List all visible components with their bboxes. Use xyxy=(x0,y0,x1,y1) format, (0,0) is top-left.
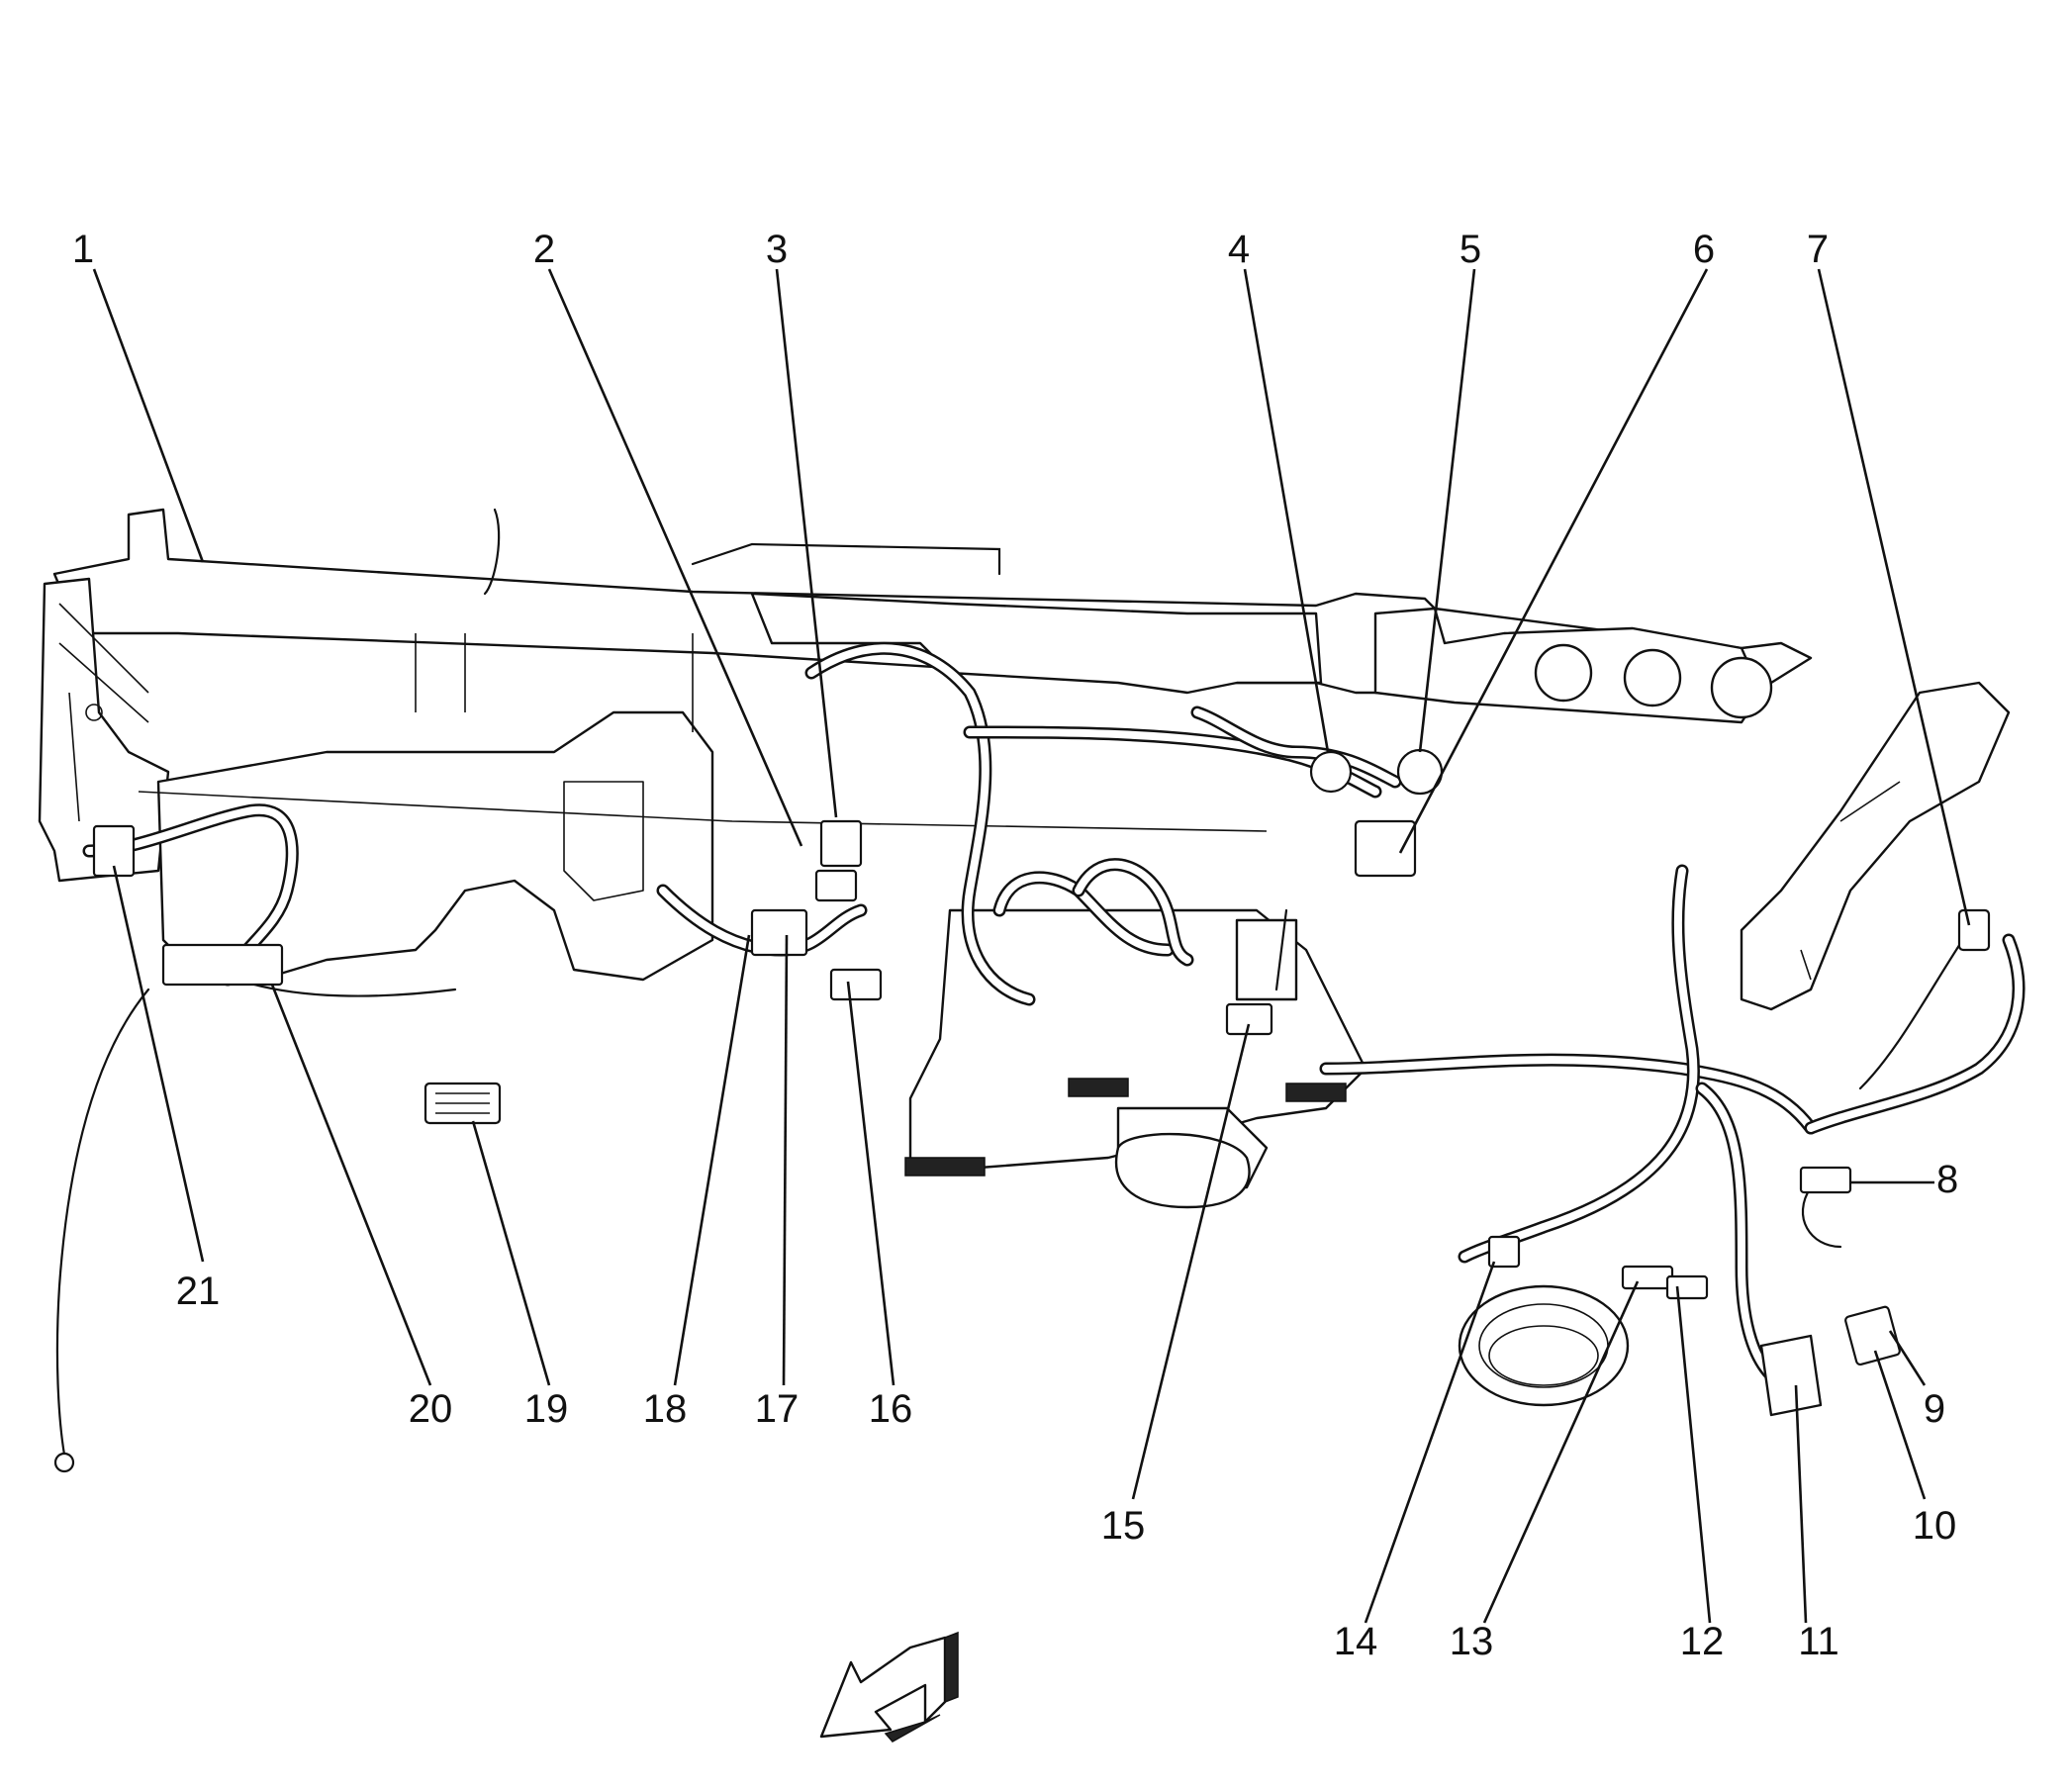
callout-4: 4 xyxy=(1228,228,1250,271)
instrument-panel-frame xyxy=(38,508,2011,1189)
callout-7: 7 xyxy=(1807,228,1829,271)
callout-labels: 1 2 3 4 5 6 7 8 9 10 11 12 13 14 15 16 1… xyxy=(72,228,1958,1663)
callout-12: 12 xyxy=(1680,1620,1725,1663)
callout-8: 8 xyxy=(1936,1158,1958,1201)
connectors xyxy=(92,748,1991,1417)
callout-14: 14 xyxy=(1334,1620,1378,1663)
callout-16: 16 xyxy=(869,1387,913,1431)
callout-11: 11 xyxy=(1798,1620,1839,1663)
forward-direction-arrow-icon xyxy=(819,1631,959,1743)
callout-5: 5 xyxy=(1460,228,1481,271)
callout-20: 20 xyxy=(409,1387,453,1431)
callout-17: 17 xyxy=(755,1387,800,1431)
callout-18: 18 xyxy=(643,1387,688,1431)
callout-9: 9 xyxy=(1924,1387,1945,1431)
callout-1: 1 xyxy=(72,228,94,271)
callout-19: 19 xyxy=(524,1387,569,1431)
callout-2: 2 xyxy=(533,228,555,271)
callout-6: 6 xyxy=(1693,228,1715,271)
callout-10: 10 xyxy=(1913,1504,1957,1548)
callout-3: 3 xyxy=(766,228,788,271)
callout-13: 13 xyxy=(1450,1620,1494,1663)
callout-15: 15 xyxy=(1101,1504,1146,1548)
leader-lines xyxy=(92,268,1971,1624)
callout-21: 21 xyxy=(176,1270,221,1313)
